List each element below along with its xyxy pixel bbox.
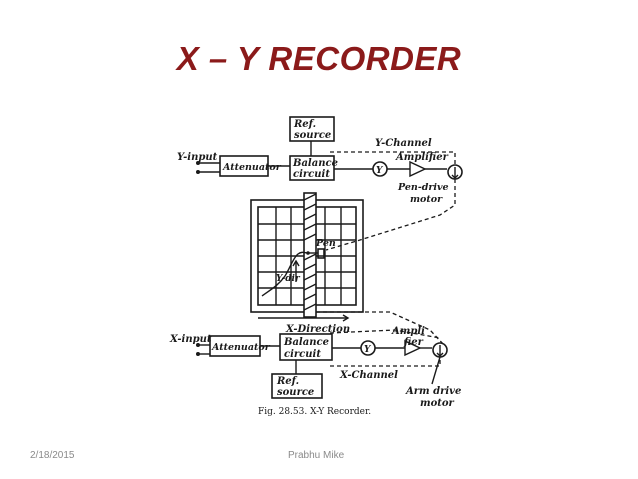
balance-top-label-2: circuit bbox=[293, 169, 330, 180]
footer-date: 2/18/2015 bbox=[30, 450, 75, 461]
balance-circuit-top-box bbox=[289, 155, 335, 181]
amplifier-bottom-label-2: fier bbox=[403, 337, 424, 348]
arm-drive-motor-label-2: motor bbox=[420, 398, 455, 409]
attenuator-top-label: Attenuator bbox=[222, 162, 282, 173]
x-channel-label: X-Channel bbox=[339, 370, 398, 381]
y-channel-label: Y-Channel bbox=[375, 138, 432, 149]
x-direction-label: X-Direction bbox=[285, 324, 350, 335]
y-dir-label: Y-dir bbox=[276, 274, 301, 284]
balance-bottom-label-1: Balance bbox=[283, 337, 329, 348]
figure-caption: Fig. 28.53. X-Y Recorder. bbox=[258, 407, 371, 417]
amplifier-bottom-label-1: Ampli bbox=[391, 326, 425, 337]
pen-drive-motor-label-2: motor bbox=[410, 194, 443, 205]
ref-source-top-box bbox=[289, 116, 335, 142]
ref-source-top-label-2: source bbox=[294, 130, 331, 141]
ref-source-bottom-label-2: source bbox=[277, 387, 314, 398]
amplifier-bottom-triangle bbox=[404, 339, 422, 357]
footer-author: Prabhu Mike bbox=[288, 450, 345, 461]
balance-circuit-bottom-box bbox=[279, 333, 333, 361]
ref-source-bottom-box bbox=[271, 373, 323, 399]
balance-top-label-1: Balance bbox=[292, 158, 338, 169]
plotted-curve bbox=[261, 251, 309, 297]
x-input-label: X-input bbox=[169, 334, 212, 345]
pen-label: Pen bbox=[315, 238, 336, 249]
svg-text:Y: Y bbox=[376, 166, 384, 176]
svg-text:Y: Y bbox=[364, 345, 372, 355]
slide-title: X – Y RECORDER bbox=[176, 40, 462, 77]
pen-drive-motor-label-1: Pen-drive bbox=[397, 182, 449, 193]
amplifier-top-label: Amplifier bbox=[395, 152, 449, 163]
y-input-label: Y-input bbox=[177, 152, 218, 163]
balance-bottom-label-2: circuit bbox=[284, 349, 321, 360]
arm-drive-motor-label-1: Arm drive bbox=[405, 386, 461, 397]
ref-source-bottom-label-1: Ref. bbox=[276, 376, 299, 387]
ref-source-top-label-1: Ref. bbox=[293, 119, 316, 130]
attenuator-bottom-label: Attenuator bbox=[211, 342, 271, 353]
amplifier-top-triangle bbox=[409, 160, 427, 178]
